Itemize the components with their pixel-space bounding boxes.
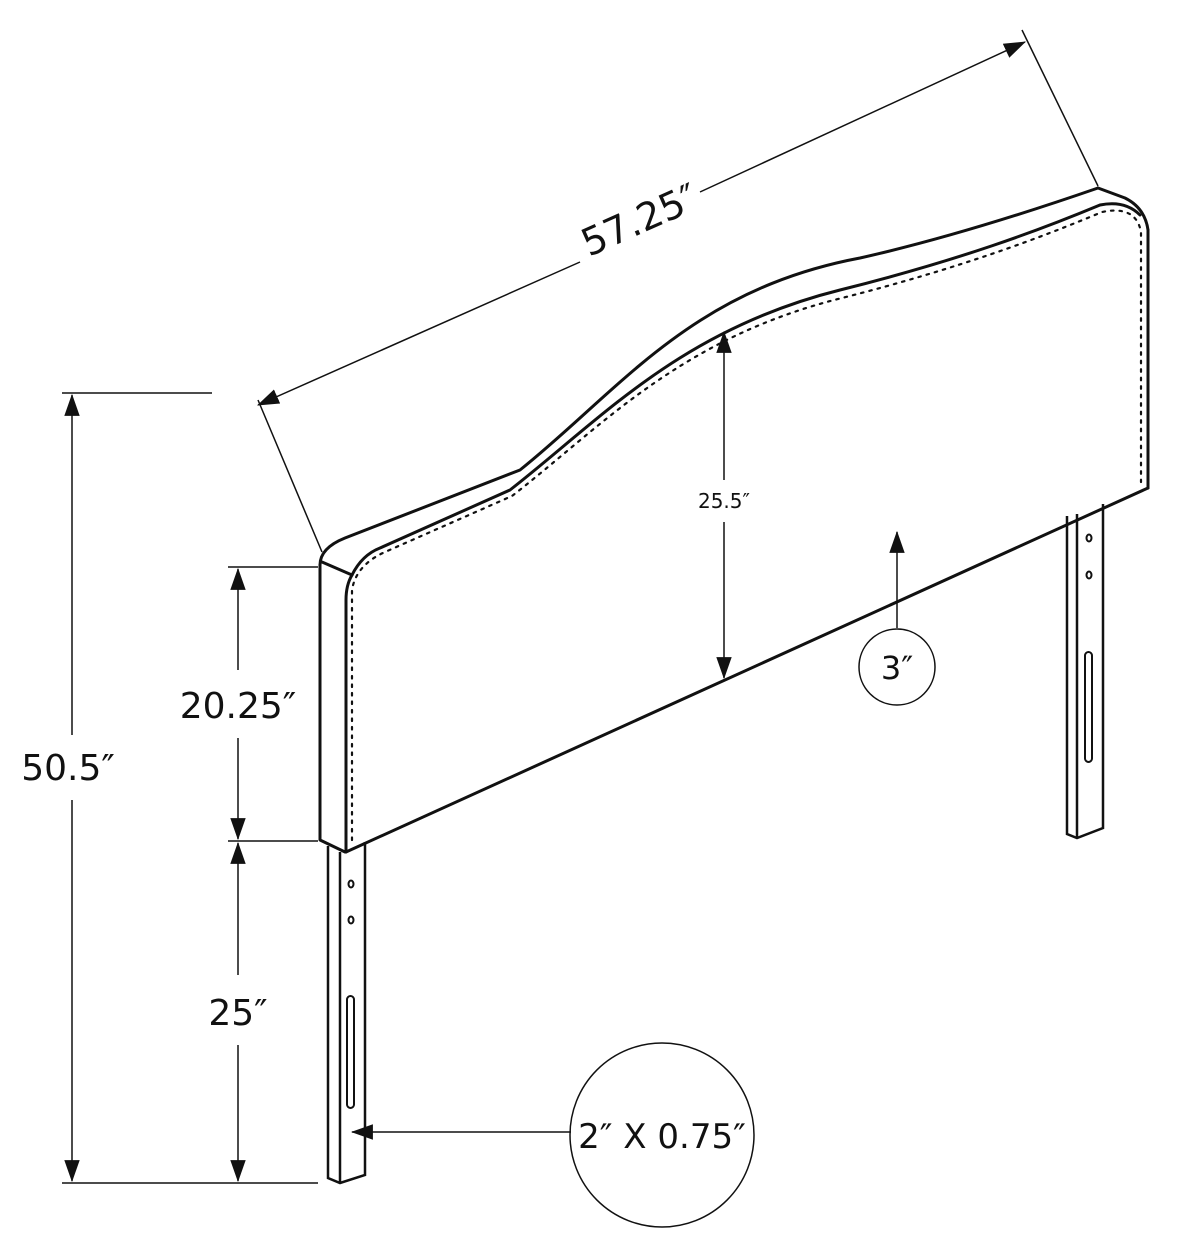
dimension-overall-width <box>256 29 1099 553</box>
label-leg-cross-section: 2″ X 0.75″ <box>578 1117 746 1157</box>
left-leg <box>326 842 367 1185</box>
callout-leg-cross-section <box>350 1042 755 1228</box>
callout-panel-thickness <box>858 530 936 706</box>
label-panel-side-height: 20.25″ <box>180 686 297 727</box>
nailhead-trim <box>350 209 1143 842</box>
label-panel-center-height: 25.5″ <box>698 489 750 513</box>
dimension-overall-height <box>62 392 318 1184</box>
label-overall-height: 50.5″ <box>21 748 115 789</box>
dimension-panel-side-height <box>228 566 318 842</box>
label-leg-height: 25″ <box>208 993 267 1034</box>
label-overall-width: 57.25″ <box>575 175 705 265</box>
label-panel-thickness: 3″ <box>881 649 913 687</box>
headboard-panel <box>318 186 1150 854</box>
right-leg <box>1065 504 1105 840</box>
